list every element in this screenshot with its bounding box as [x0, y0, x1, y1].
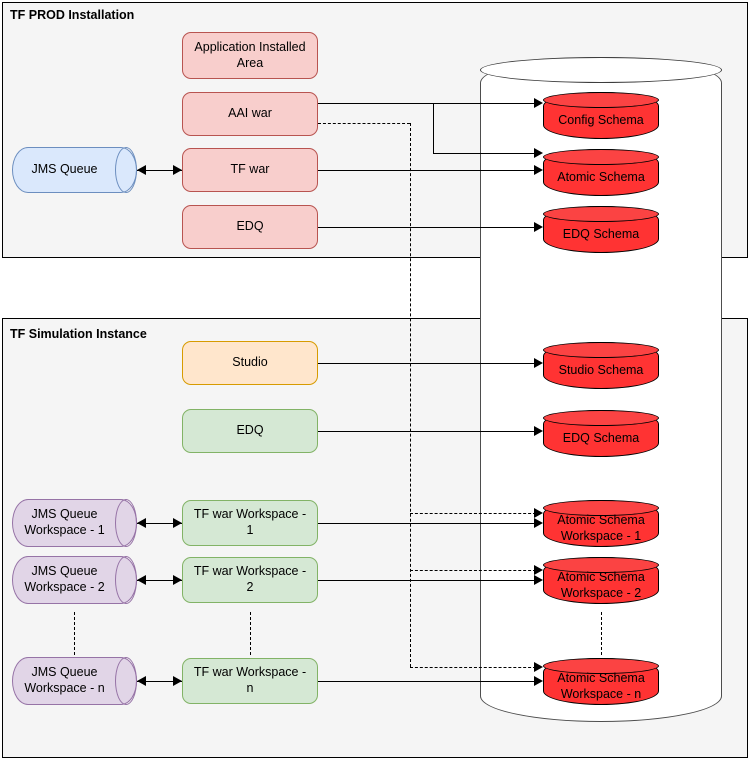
connector-queue2-war2: [137, 580, 182, 581]
ellipsis-wars: [250, 612, 251, 655]
ellipsis-queues: [74, 612, 75, 655]
schema-edq-prod[interactable]: EDQ Schema: [543, 206, 659, 253]
node-tf-war[interactable]: TF war: [182, 148, 318, 192]
ellipsis-atomic-schemas: [601, 612, 602, 655]
schema-atomic-workspace-n-label: Atomic Schema Workspace - n: [557, 670, 645, 701]
sim-container-title: TF Simulation Instance: [10, 327, 147, 341]
arrowhead-aai-to-config: [534, 98, 543, 108]
schema-atomic-workspace-2-top: [543, 557, 659, 573]
dashed-branch-ws2: [410, 570, 536, 571]
schema-studio[interactable]: Studio Schema: [543, 342, 659, 389]
arrowhead-war2-to-atomic2: [534, 575, 543, 585]
arrowhead-queuen-warn-right: [173, 676, 182, 686]
connector-war2-to-atomic2: [318, 580, 536, 581]
arrowhead-dashed-wsn: [534, 662, 543, 672]
schema-atomic-workspace-2[interactable]: Atomic Schema Workspace - 2: [543, 557, 659, 604]
jms-queue-workspace-1[interactable]: JMS Queue Workspace - 1: [12, 499, 137, 547]
node-studio[interactable]: Studio: [182, 341, 318, 385]
node-edq-prod[interactable]: EDQ: [182, 205, 318, 249]
schema-studio-top: [543, 342, 659, 358]
arrowhead-war1-to-atomic1: [534, 518, 543, 528]
connector-warn-to-atomicn: [318, 681, 536, 682]
jms-queue-workspace-2-label: JMS Queue Workspace - 2: [24, 564, 105, 594]
dashed-aai-trunk: [410, 123, 411, 667]
jms-queue-prod[interactable]: JMS Queue: [12, 147, 137, 193]
connector-tfwar-to-atomic: [318, 170, 536, 171]
arrowhead-queue1-war1-left: [137, 518, 146, 528]
connector-queue-tfwar: [137, 170, 182, 171]
schema-atomic-top: [543, 149, 659, 165]
jms-queue-workspace-2-cap: [115, 556, 137, 604]
dashed-branch-wsn: [410, 667, 536, 668]
arrowhead-dashed-ws1: [534, 508, 543, 518]
schema-edq-prod-label: EDQ Schema: [562, 226, 640, 241]
arrowhead-queue2-war2-left: [137, 575, 146, 585]
schema-edq-sim-label: EDQ Schema: [562, 430, 640, 445]
arrowhead-queue-tfwar-right: [173, 165, 182, 175]
arrowhead-studio-to-studioschema: [534, 358, 543, 368]
dashed-aai-origin: [318, 123, 410, 124]
connector-studio-to-studioschema: [318, 363, 536, 364]
jms-queue-workspace-1-label: JMS Queue Workspace - 1: [24, 507, 105, 537]
schema-atomic-workspace-n-top: [543, 658, 659, 674]
node-tf-war-workspace-2[interactable]: TF war Workspace - 2: [182, 557, 318, 603]
arrowhead-tfwar-to-atomic: [534, 165, 543, 175]
schema-atomic-label: Atomic Schema: [557, 169, 645, 184]
schema-studio-label: Studio Schema: [558, 362, 644, 377]
jms-queue-workspace-n-cap: [115, 657, 137, 705]
schema-atomic-workspace-2-label: Atomic Schema Workspace - 2: [557, 569, 645, 600]
jms-queue-workspace-1-cap: [115, 499, 137, 547]
schema-edq-prod-top: [543, 206, 659, 222]
database-top-ellipse: [480, 57, 722, 83]
jms-queue-workspace-2[interactable]: JMS Queue Workspace - 2: [12, 556, 137, 604]
connector-edq-to-edqschema: [318, 227, 536, 228]
arrowhead-queue1-war1-right: [173, 518, 182, 528]
jms-queue-prod-cap: [115, 147, 137, 193]
connector-simedq-to-edqschema: [318, 431, 536, 432]
connector-war1-to-atomic1: [318, 523, 536, 524]
schema-atomic-workspace-1-top: [543, 500, 659, 516]
arrowhead-dashed-ws2: [534, 565, 543, 575]
dashed-branch-ws1: [410, 513, 536, 514]
connector-queue1-war1: [137, 523, 182, 524]
node-aai-war[interactable]: AAI war: [182, 92, 318, 136]
jms-queue-prod-label: JMS Queue: [31, 162, 98, 177]
schema-atomic-workspace-1[interactable]: Atomic Schema Workspace - 1: [543, 500, 659, 547]
schema-atomic[interactable]: Atomic Schema: [543, 149, 659, 196]
jms-queue-workspace-n[interactable]: JMS Queue Workspace - n: [12, 657, 137, 705]
arrowhead-simedq-to-edqschema: [534, 426, 543, 436]
schema-config-top: [543, 92, 659, 108]
node-edq-sim[interactable]: EDQ: [182, 409, 318, 453]
node-tf-war-workspace-1[interactable]: TF war Workspace - 1: [182, 500, 318, 546]
schema-atomic-workspace-1-label: Atomic Schema Workspace - 1: [557, 512, 645, 543]
prod-container-title: TF PROD Installation: [10, 8, 135, 22]
node-application-installed-area[interactable]: Application Installed Area: [182, 32, 318, 79]
arrowhead-queuen-warn-left: [137, 676, 146, 686]
arrowhead-queue-tfwar-left: [137, 165, 146, 175]
jms-queue-workspace-n-label: JMS Queue Workspace - n: [24, 665, 105, 695]
arrowhead-aai-branch-to-atomic: [534, 148, 543, 158]
schema-edq-sim-top: [543, 410, 659, 426]
arrowhead-warn-to-atomicn: [534, 676, 543, 686]
arrowhead-edq-to-edqschema: [534, 222, 543, 232]
connector-aai-to-config: [318, 103, 536, 104]
schema-config[interactable]: Config Schema: [543, 92, 659, 139]
connector-aai-branch-vertical: [433, 103, 434, 153]
schema-atomic-workspace-n[interactable]: Atomic Schema Workspace - n: [543, 658, 659, 705]
schema-edq-sim[interactable]: EDQ Schema: [543, 410, 659, 457]
node-tf-war-workspace-n[interactable]: TF war Workspace - n: [182, 658, 318, 704]
connector-aai-branch-to-atomic: [433, 153, 536, 154]
schema-config-label: Config Schema: [558, 112, 644, 127]
connector-queuen-warn: [137, 681, 182, 682]
arrowhead-queue2-war2-right: [173, 575, 182, 585]
